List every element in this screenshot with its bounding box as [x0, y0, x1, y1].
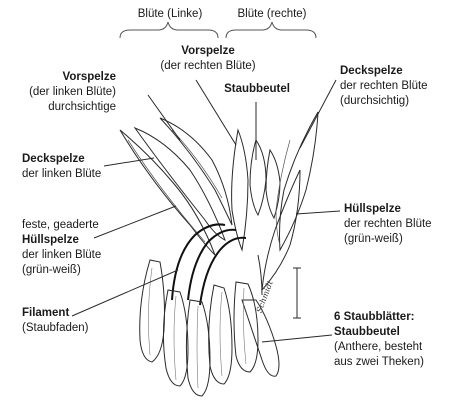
- lemma-right: [280, 112, 319, 250]
- pointer-huellspelze-right: [296, 211, 340, 214]
- label-filament: Filament (Staubfaden): [22, 306, 89, 336]
- anther-top-2: [266, 150, 280, 218]
- anther-1: [140, 260, 165, 362]
- lemma-right-inner: [276, 140, 290, 245]
- anther-5: [234, 282, 258, 372]
- filament-2: [188, 230, 236, 300]
- palea-right: [232, 130, 248, 250]
- pointer-deckspelze-right: [300, 80, 336, 148]
- glume-left: [120, 130, 215, 255]
- label-deckspelze-right: Deckspelze der rechten Blüte (durchsicht…: [340, 64, 428, 109]
- label-staubbeutel-top: Staubbeutel: [212, 82, 302, 97]
- label-staubblaetter: 6 Staubblätter: Staubbeutel (Anthere, be…: [334, 310, 424, 370]
- bracket-left: [120, 22, 218, 38]
- anther-top: [250, 140, 266, 215]
- bracket-right: [226, 22, 316, 38]
- glume-right: [262, 170, 300, 290]
- pointer-vorspelze-left: [148, 95, 180, 140]
- anther-3: [186, 300, 210, 396]
- pointer-deckspelze-left: [104, 158, 154, 166]
- pointer-huellspelze-left: [94, 206, 176, 238]
- label-vorspelze-right: Vorspelze (der rechten Blüte): [148, 44, 268, 74]
- label-huellspelze-right: Hüllspelze der rechten Blüte (grün-weiß): [344, 202, 432, 247]
- label-vorspelze-left: Vorspelze (der linken Blüte) durchsichti…: [4, 70, 116, 115]
- anther-2: [163, 290, 188, 386]
- anther-4: [209, 285, 232, 384]
- bracket-label-right: Blüte (rechte): [226, 7, 318, 22]
- label-deckspelze-left: Deckspelze der linken Blüte: [22, 152, 101, 182]
- filament-3: [200, 238, 246, 305]
- label-huellspelze-left: feste, geaderte Hüllspelze der linken Bl…: [22, 218, 101, 278]
- bracket-label-left: Blüte (Linke): [124, 7, 216, 22]
